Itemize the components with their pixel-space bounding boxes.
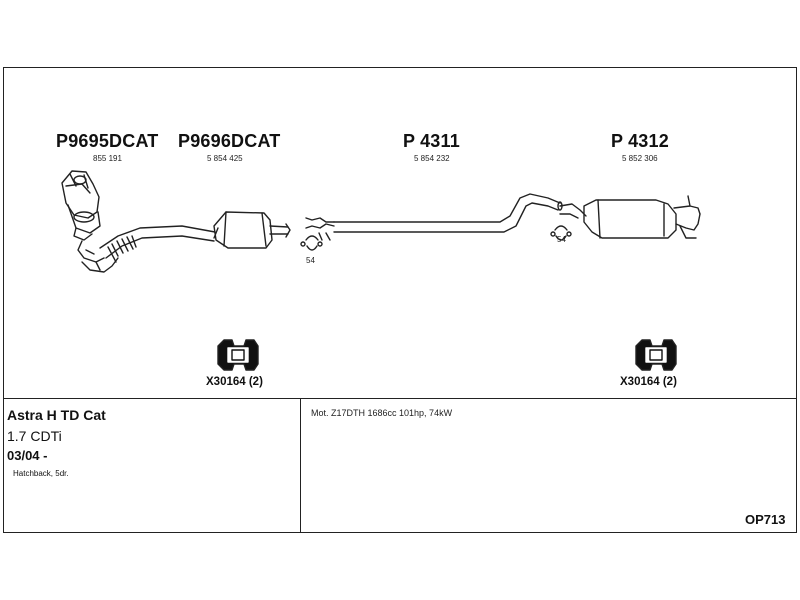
front-pipe-flex-drawing bbox=[99, 225, 216, 263]
part-ref-p4312: 5 852 306 bbox=[622, 154, 658, 163]
mount-label-1: X30164 (2) bbox=[206, 376, 263, 388]
clamp-drawing-2 bbox=[550, 225, 572, 241]
clamp-label-1: 54 bbox=[306, 256, 315, 265]
vehicle-engine: 1.7 CDTi bbox=[7, 428, 62, 444]
part-ref-p4311: 5 854 232 bbox=[414, 154, 450, 163]
vehicle-date: 03/04 - bbox=[7, 448, 48, 463]
part-number-p4312: P 4312 bbox=[611, 131, 669, 151]
diagram-code: OP713 bbox=[745, 512, 786, 527]
info-column-divider bbox=[300, 398, 301, 533]
clamp-label-2: 54 bbox=[557, 235, 566, 244]
vehicle-body-type: Hatchback, 5dr. bbox=[13, 469, 69, 478]
centre-pipe-drawing bbox=[305, 193, 563, 241]
clamp-drawing-1 bbox=[300, 235, 323, 251]
part-number-p9695dcat: P9695DCAT bbox=[56, 131, 159, 151]
motor-info: Mot. Z17DTH 1686cc 101hp, 74kW bbox=[311, 408, 453, 418]
mount-drawing-2 bbox=[635, 339, 677, 371]
part-ref-p9696dcat: 5 854 425 bbox=[207, 154, 243, 163]
rear-silencer-drawing bbox=[559, 195, 701, 239]
mount-drawing-1 bbox=[217, 339, 259, 371]
catalyst-drawing bbox=[213, 211, 291, 249]
diagram-frame bbox=[3, 67, 797, 533]
info-divider bbox=[3, 398, 797, 399]
vehicle-model: Astra H TD Cat bbox=[7, 407, 106, 423]
part-number-p4311: P 4311 bbox=[403, 131, 460, 151]
part-number-p9696dcat: P9696DCAT bbox=[178, 131, 281, 151]
mount-label-2: X30164 (2) bbox=[620, 376, 677, 388]
part-ref-p9695dcat: 855 191 bbox=[93, 154, 122, 163]
manifold-catalyst-drawing bbox=[61, 170, 119, 273]
